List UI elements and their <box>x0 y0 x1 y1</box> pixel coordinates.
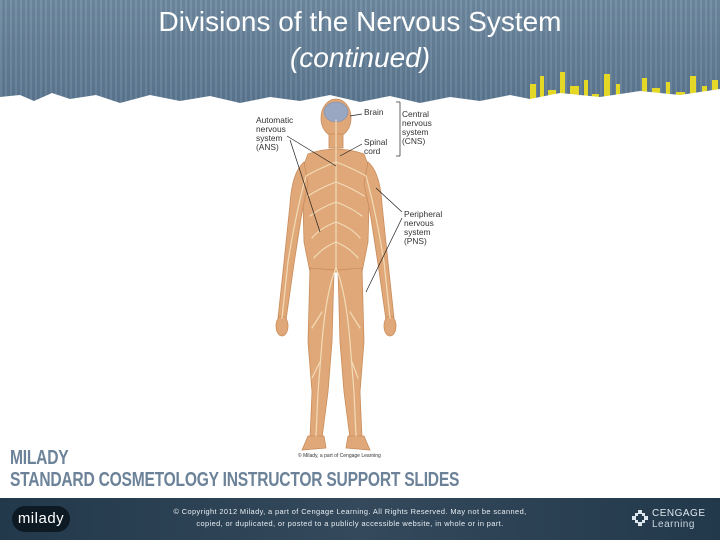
nerve-network <box>282 120 390 436</box>
title-subtitle: (continued) <box>0 40 720 76</box>
milady-logo: milady <box>12 506 70 532</box>
nervous-system-figure: Automatic nervous system (ANS) Brain Spi… <box>250 92 460 460</box>
brand-line-1: MILADY <box>10 447 459 469</box>
copyright-line-1: © Copyright 2012 Milady, a part of Cenga… <box>140 506 560 518</box>
cengage-line-1: CENGAGE <box>652 508 706 519</box>
brain-shape <box>324 102 348 122</box>
label-cns: Central nervous system (CNS) <box>402 110 432 146</box>
slide-title: Divisions of the Nervous System (continu… <box>0 4 720 76</box>
label-pns: Peripheral nervous system (PNS) <box>404 210 442 246</box>
label-brain: Brain <box>364 108 384 117</box>
footer-bar: milady © Copyright 2012 Milady, a part o… <box>0 498 720 540</box>
title-main: Divisions of the Nervous System <box>0 4 720 40</box>
cengage-line-2: Learning <box>652 519 706 530</box>
label-spinal-cord: Spinal cord <box>364 138 387 156</box>
copyright-notice: © Copyright 2012 Milady, a part of Cenga… <box>140 506 560 530</box>
cengage-text: CENGAGE Learning <box>652 508 706 530</box>
label-ans: Automatic nervous system (ANS) <box>256 116 293 152</box>
cengage-logo: CENGAGE Learning <box>632 508 718 534</box>
milady-brand-text: MILADY STANDARD COSMETOLOGY INSTRUCTOR S… <box>10 447 459 491</box>
copyright-line-2: copied, or duplicated, or posted to a pu… <box>140 518 560 530</box>
cengage-icon <box>632 510 648 526</box>
brand-line-2: STANDARD COSMETOLOGY INSTRUCTOR SUPPORT … <box>10 469 459 491</box>
